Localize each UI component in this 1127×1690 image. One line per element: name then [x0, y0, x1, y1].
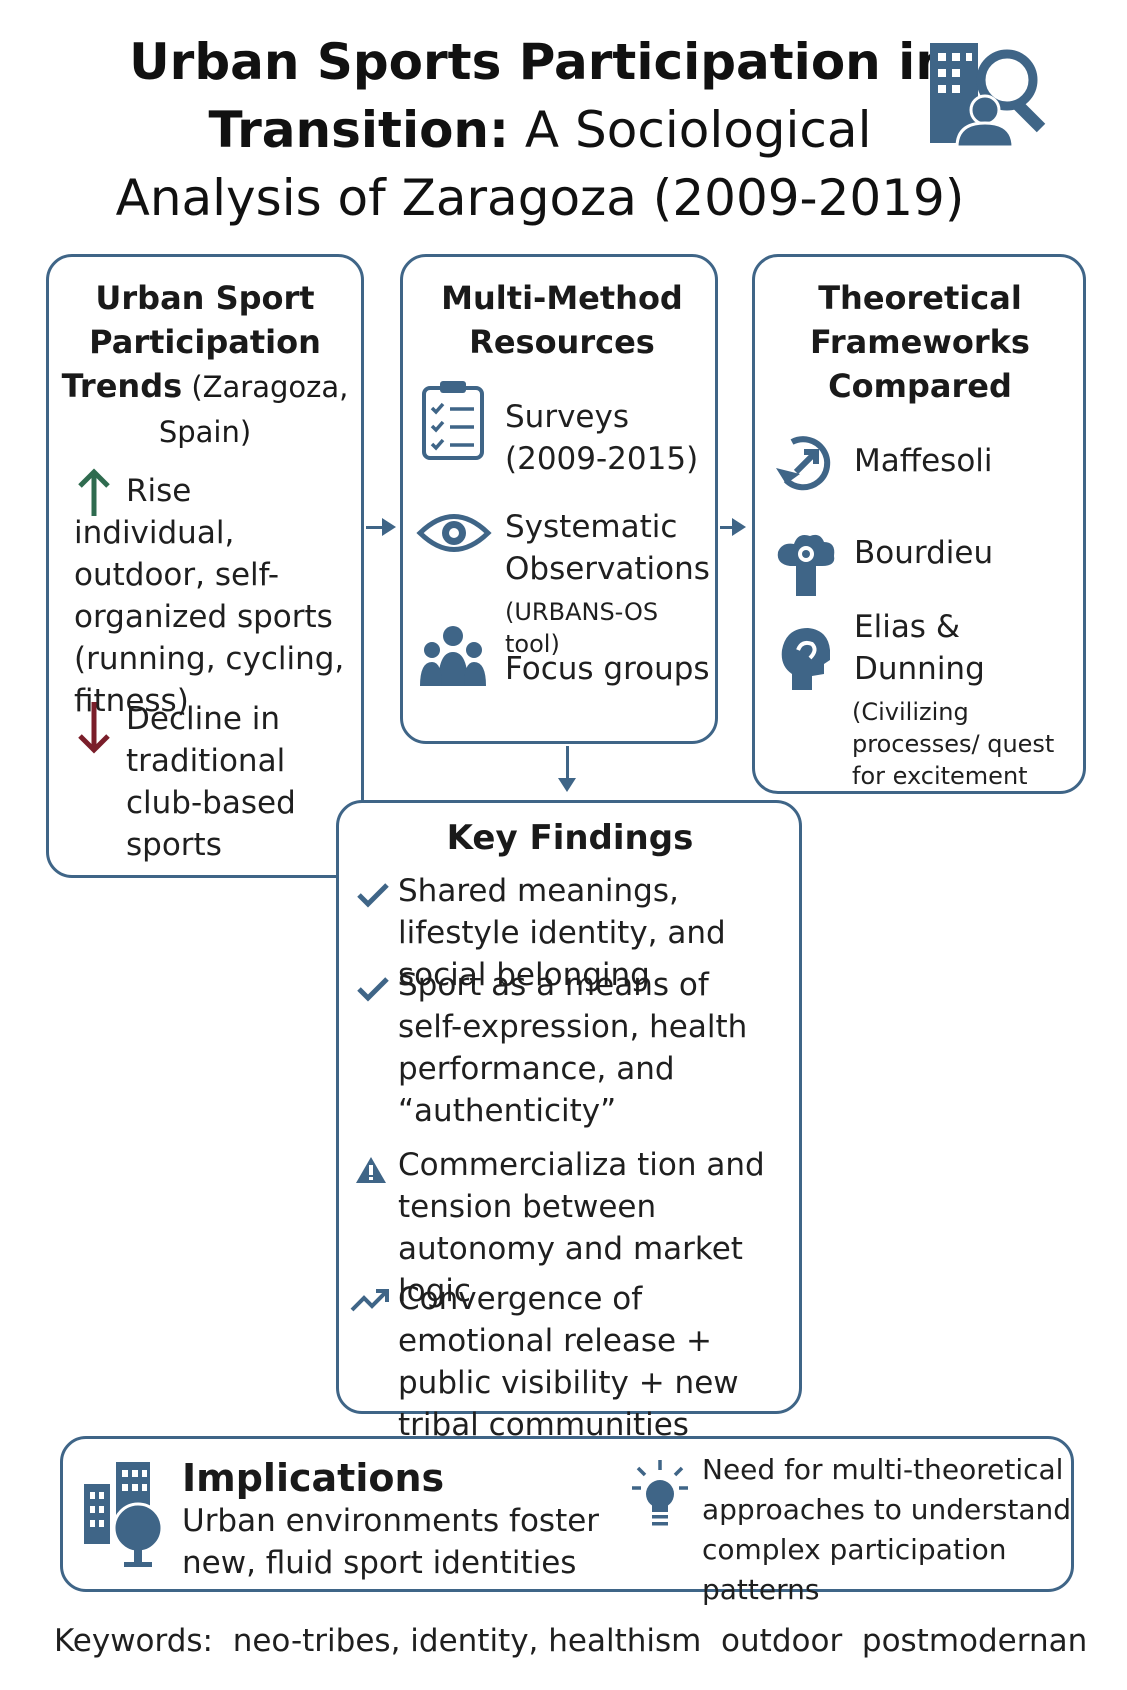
arrow-methods-to-findings	[558, 746, 576, 792]
findings-heading: Key Findings	[446, 818, 694, 858]
methods-box	[400, 254, 718, 744]
theory-elias: Elias & Dunning	[854, 609, 985, 687]
theory-maffesoli: Maffesoli	[854, 443, 993, 479]
implications-text: Urban environments foster new, fluid spo…	[182, 1503, 600, 1581]
lightbulb-icon	[632, 1460, 688, 1526]
head-profile-icon	[781, 628, 830, 690]
methods-surveys: Surveys (2009-2015)	[505, 399, 699, 477]
title-line2-bold: Transition:	[208, 101, 510, 159]
check-icon	[357, 883, 389, 908]
methods-observations-tool: (URBANS-OS tool)	[505, 598, 659, 658]
group-icon	[420, 626, 486, 686]
eye-icon	[416, 514, 492, 552]
keywords-line: Keywords: neo-tribes, identity, healthis…	[54, 1623, 1088, 1659]
finding-item: Commercializa tion and tension between a…	[398, 1147, 765, 1309]
brain-head-icon	[777, 534, 835, 596]
title-line1: Urban Sports Participation in	[129, 33, 951, 91]
city-tree-icon	[84, 1462, 164, 1567]
theory-box	[752, 254, 1086, 794]
finding-item: Sport as a means of self-expression, hea…	[398, 967, 748, 1129]
methods-focus: Focus groups	[505, 651, 710, 687]
up-arrow-icon	[78, 468, 110, 516]
trends-rise: Rise individual, outdoor, self-organized…	[74, 473, 345, 719]
trends-heading-bold: Urban Sport Participation Trends	[61, 279, 321, 405]
check-icon	[357, 977, 389, 1002]
trends-heading: Urban Sport Participation Trends (Zarago…	[60, 276, 350, 454]
methods-observations: Systematic Observations	[505, 509, 710, 587]
arrow-trends-to-methods	[366, 518, 396, 536]
trends-box	[46, 254, 364, 878]
finding-item: Convergence of emotional release + publi…	[398, 1281, 739, 1443]
theory-heading: Theoretical Frameworks Compared	[810, 279, 1030, 405]
finding-item: Shared meanings, lifestyle identity, and…	[398, 873, 726, 993]
implications-heading: Implications	[182, 1456, 445, 1500]
clipboard-icon	[422, 381, 484, 460]
trends-decline: Decline in traditional club-based sports	[126, 701, 296, 863]
findings-box	[336, 800, 802, 1414]
implications-box	[60, 1436, 1074, 1592]
theory-elias-note: (Civilizing processes/ quest for excitem…	[852, 698, 1055, 790]
page-title: Urban Sports Participation in Transition…	[40, 28, 1040, 232]
trend-icon	[350, 1289, 389, 1312]
title-line3: Analysis of Zaragoza (2009-2019)	[115, 169, 965, 227]
trends-heading-rest: (Zaragoza, Spain)	[158, 370, 349, 449]
down-arrow-icon	[78, 702, 110, 754]
arrow-methods-to-theory	[720, 518, 746, 536]
theory-bourdieu: Bourdieu	[854, 535, 994, 571]
building-search-icon	[930, 43, 1046, 149]
methods-heading: Multi-Method Resources	[441, 279, 683, 361]
title-line2-rest: A Sociological	[509, 101, 872, 159]
circular-arrow-icon	[776, 436, 831, 491]
warning-icon	[356, 1157, 386, 1183]
implications-need: Need for multi-theoretical approaches to…	[702, 1453, 1072, 1606]
